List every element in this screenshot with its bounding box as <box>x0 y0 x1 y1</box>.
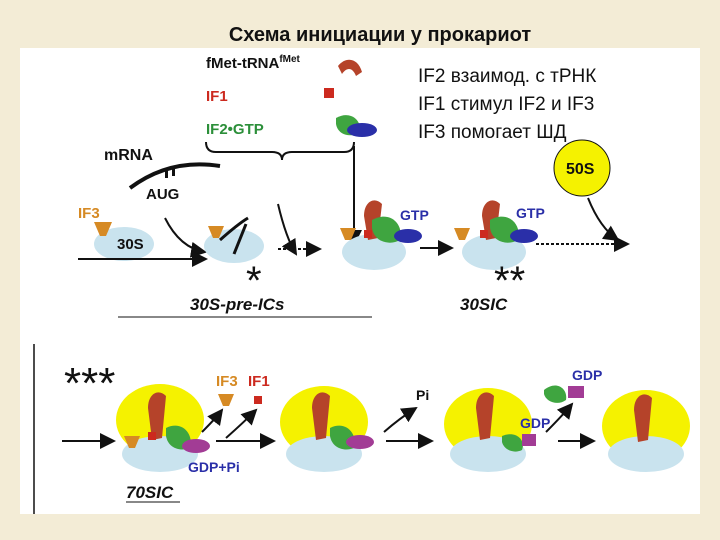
gtp-label: GTP <box>400 207 429 223</box>
trna-icon <box>312 392 330 440</box>
subunit-30s <box>462 234 526 270</box>
codon-mark <box>165 170 168 178</box>
mrna-strand <box>232 223 248 255</box>
gdp-label: GDP <box>520 415 550 431</box>
gdp-icon <box>568 386 584 398</box>
if2-icon <box>544 385 567 403</box>
legend-if1: IF1 <box>206 88 228 105</box>
mrna-strand <box>219 216 249 242</box>
gtp-icon <box>394 229 422 243</box>
subunit-30s <box>608 436 684 472</box>
if2-icon <box>372 216 401 243</box>
note-if1: IF1 стимул IF2 и IF3 <box>418 94 595 115</box>
if1-icon <box>364 230 372 238</box>
if1-icon <box>480 230 488 238</box>
subunit-30s <box>342 234 406 270</box>
trna-icon <box>148 392 166 440</box>
if3-label: IF3 <box>78 205 100 222</box>
label-30s-pre-ics: 30S-pre-ICs <box>190 295 284 314</box>
note-if2: IF2 взаимод. с тРНК <box>418 66 597 87</box>
gtp-icon <box>510 229 538 243</box>
arrow <box>545 402 574 433</box>
legend-brace <box>205 141 355 161</box>
if3-out-label: IF3 <box>216 373 238 390</box>
star-3: *** <box>64 359 115 408</box>
gtp-icon <box>347 123 377 137</box>
diagram-panel: fMet-tRNAfMet IF1 IF2•GTP mRNA AUG IF3 3… <box>20 48 700 514</box>
gdp-pi-label: GDP+Pi <box>188 459 240 475</box>
subunit-50s <box>553 139 611 197</box>
legend: fMet-tRNAfMet IF1 IF2•GTP <box>205 54 377 161</box>
if1-icon <box>254 396 262 404</box>
row-elongation-ready: *** GDP+Pi IF3 IF1 Pi GDP <box>33 344 690 514</box>
arrow <box>277 203 298 256</box>
gdp-icon <box>182 439 210 453</box>
if3-factor <box>94 222 112 236</box>
gdp-label: GDP <box>572 367 602 383</box>
gdp-icon <box>522 434 536 446</box>
trna-icon <box>476 392 494 440</box>
star-2: ** <box>494 259 525 303</box>
page-title: Схема инициации у прокариот <box>228 24 532 46</box>
mrna-strand <box>128 162 221 190</box>
arrow <box>225 408 258 439</box>
arrow <box>201 408 224 433</box>
if1-icon <box>324 88 334 98</box>
if3-factor <box>218 394 234 406</box>
gdp-icon <box>346 435 374 449</box>
if1-icon <box>148 432 156 440</box>
arrow <box>383 406 418 433</box>
if3-factor <box>340 228 356 240</box>
if3-factor <box>454 228 470 240</box>
if2-icon <box>502 434 523 452</box>
initiation-diagram: fMet-tRNAfMet IF1 IF2•GTP mRNA AUG IF3 3… <box>33 54 690 514</box>
label-30s: 30S <box>117 236 144 253</box>
pi-label: Pi <box>416 387 429 403</box>
star-1: * <box>246 259 262 303</box>
legend-if2-gtp: IF2•GTP <box>206 121 264 138</box>
trna-icon <box>634 394 652 442</box>
gtp-label: GTP <box>516 205 545 221</box>
codon-mark <box>172 168 175 176</box>
label-50s: 50S <box>566 161 595 178</box>
arrow <box>164 217 207 258</box>
mrna-label: mRNA <box>104 147 153 164</box>
note-if3: IF3 помогает ШД <box>418 122 567 143</box>
subunit-30s <box>94 227 154 261</box>
label-70sic: 70SIC <box>126 483 174 502</box>
if3-factor <box>124 436 140 448</box>
if1-out-label: IF1 <box>248 373 270 390</box>
label-30sic: 30SIC <box>460 295 508 314</box>
aug-label: AUG <box>146 186 179 203</box>
if3-factor <box>208 226 224 238</box>
trna-icon <box>338 59 362 76</box>
arrow <box>587 197 620 242</box>
legend-fmet-trna: fMet-tRNAfMet <box>206 54 301 72</box>
row-pre-initiation: mRNA AUG IF3 30S * GTP <box>78 139 630 318</box>
